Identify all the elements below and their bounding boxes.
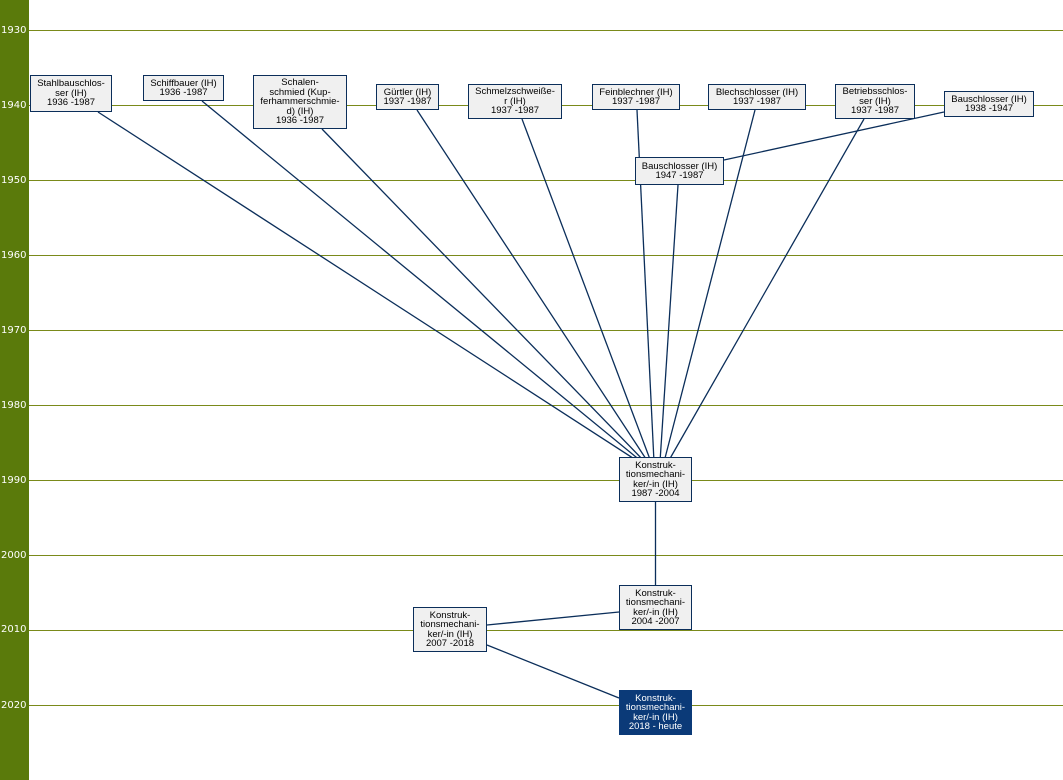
- node-label: Konstruk-: [429, 609, 471, 621]
- node-label: 1937 -1987: [732, 96, 782, 107]
- node-label: 1936 -1987: [159, 87, 208, 98]
- year-axis-sidebar: [0, 0, 29, 780]
- gridline-1990: [29, 480, 1063, 481]
- link-blechschlosser-to-konstruktionsmechaniker-1987: [663, 109, 756, 463]
- link-stahlbauschlosser-to-konstruktionsmechaniker-1987: [97, 111, 640, 463]
- year-label-1940: 1940: [1, 100, 27, 111]
- node-label: d) (IH): [286, 105, 314, 117]
- year-label-1970: 1970: [1, 325, 27, 336]
- link-betriebsschlosser-to-konstruktionsmechaniker-1987: [667, 118, 865, 463]
- node-label: tionsmechani-: [420, 619, 480, 630]
- node-label: Gürtler (IH): [383, 86, 432, 98]
- node-label: tionsmechani-: [625, 597, 686, 608]
- node-label: ker/-in (IH): [427, 628, 473, 640]
- node-label: Bauschlosser (IH): [641, 160, 718, 172]
- node-label: ser (IH): [859, 95, 891, 107]
- node-konstruktionsmechaniker-2007[interactable]: Konstruk-tionsmechani-ker/-in (IH)2007 -…: [413, 607, 487, 652]
- gridline-2020: [29, 705, 1063, 706]
- node-label: 1937 -1987: [611, 96, 661, 107]
- link-guertler-to-konstruktionsmechaniker-1987: [416, 109, 649, 463]
- node-label: ser (IH): [55, 87, 87, 99]
- node-konstruktionsmechaniker-2018[interactable]: Konstruk-tionsmechani-ker/-in (IH)2018 -…: [619, 690, 692, 735]
- node-schalenschmied[interactable]: Schalen-schmied (Kup-ferhammerschmie-d) …: [253, 75, 347, 129]
- node-label: 1937 -1987: [490, 105, 540, 117]
- node-konstruktionsmechaniker-2004[interactable]: Konstruk-tionsmechani-ker/-in (IH)2004 -…: [619, 585, 692, 630]
- node-label: r (IH): [504, 95, 526, 107]
- year-label-2020: 2020: [1, 700, 27, 711]
- node-label: 1936 -1987: [46, 97, 96, 109]
- node-guertler[interactable]: Gürtler (IH)1937 -1987: [376, 84, 439, 110]
- node-bauschlosser-1947[interactable]: Bauschlosser (IH)1947 -1987: [635, 157, 724, 185]
- node-label: 2007 -2018: [425, 638, 475, 649]
- year-label-1980: 1980: [1, 400, 27, 411]
- link-bauschlosser-1938-to-bauschlosser-1947: [723, 111, 945, 161]
- node-schmelzschweisser[interactable]: Schmelzschweiße-r (IH)1937 -1987: [468, 84, 562, 119]
- node-bauschlosser-1938[interactable]: Bauschlosser (IH)1938 -1947: [944, 91, 1034, 117]
- node-label: tionsmechani-: [625, 469, 686, 480]
- node-label: Schmelzschweiße-: [475, 86, 555, 98]
- node-blechschlosser[interactable]: Blechschlosser (IH)1937 -1987: [708, 84, 806, 110]
- link-bauschlosser-1947-to-konstruktionsmechaniker-1987: [659, 184, 679, 463]
- year-label-2000: 2000: [1, 550, 27, 561]
- node-betriebsschlosser[interactable]: Betriebsschlos-ser (IH)1937 -1987: [835, 84, 915, 119]
- gridline-1970: [29, 330, 1063, 331]
- node-label: ker/-in (IH): [633, 478, 678, 490]
- node-label: Konstruk-: [635, 587, 676, 599]
- gridline-1930: [29, 30, 1063, 31]
- year-label-1990: 1990: [1, 475, 27, 486]
- node-label: ker/-in (IH): [633, 711, 678, 723]
- node-label: Schalen-: [281, 77, 319, 89]
- node-label: schmied (Kup-: [269, 86, 331, 98]
- node-label: tionsmechani-: [625, 702, 686, 713]
- node-label: 2018 - heute: [628, 721, 683, 732]
- gridline-1980: [29, 405, 1063, 406]
- node-label: Bauschlosser (IH): [951, 93, 1027, 105]
- node-label: Stahlbauschlos-: [37, 78, 105, 90]
- node-schiffbauer[interactable]: Schiffbauer (IH)1936 -1987: [143, 75, 224, 101]
- node-label: 1937 -1987: [383, 96, 432, 107]
- node-label: Feinblechner (IH): [599, 86, 673, 98]
- node-label: 1938 -1947: [964, 103, 1014, 114]
- gridline-2010: [29, 630, 1063, 631]
- year-label-1950: 1950: [1, 175, 27, 186]
- node-label: ferhammerschmie-: [260, 96, 340, 108]
- node-label: Schiffbauer (IH): [150, 77, 217, 89]
- node-label: Konstruk-: [635, 459, 676, 471]
- year-label-2010: 2010: [1, 624, 27, 635]
- year-label-1960: 1960: [1, 250, 27, 261]
- link-schiffbauer-to-konstruktionsmechaniker-1987: [201, 100, 643, 463]
- node-label: Konstruk-: [635, 692, 676, 704]
- gridline-2000: [29, 555, 1063, 556]
- node-feinblechner[interactable]: Feinblechner (IH)1937 -1987: [592, 84, 680, 110]
- link-schmelzschweisser-to-konstruktionsmechaniker-1987: [521, 118, 652, 463]
- node-label: 1937 -1987: [850, 105, 900, 117]
- link-schalenschmied-to-konstruktionsmechaniker-1987: [321, 128, 646, 463]
- node-label: 1936 -1987: [275, 115, 325, 127]
- node-konstruktionsmechaniker-1987[interactable]: Konstruk-tionsmechani-ker/-in (IH)1987 -…: [619, 457, 692, 502]
- node-label: 1987 -2004: [631, 488, 680, 499]
- node-stahlbauschlosser[interactable]: Stahlbauschlos-ser (IH)1936 -1987: [30, 75, 112, 112]
- node-label: ker/-in (IH): [633, 606, 678, 618]
- node-label: 1947 -1987: [655, 170, 704, 181]
- node-label: 2004 -2007: [631, 616, 680, 627]
- link-konstruktionsmechaniker-2007-to-konstruktionsmechaniker-2018: [486, 644, 620, 699]
- year-label-1930: 1930: [1, 25, 27, 36]
- gridline-1960: [29, 255, 1063, 256]
- node-label: Blechschlosser (IH): [715, 86, 799, 98]
- gridline-1950: [29, 180, 1063, 181]
- link-konstruktionsmechaniker-2004-to-konstruktionsmechaniker-2007: [486, 611, 620, 626]
- node-label: Betriebsschlos-: [842, 86, 908, 98]
